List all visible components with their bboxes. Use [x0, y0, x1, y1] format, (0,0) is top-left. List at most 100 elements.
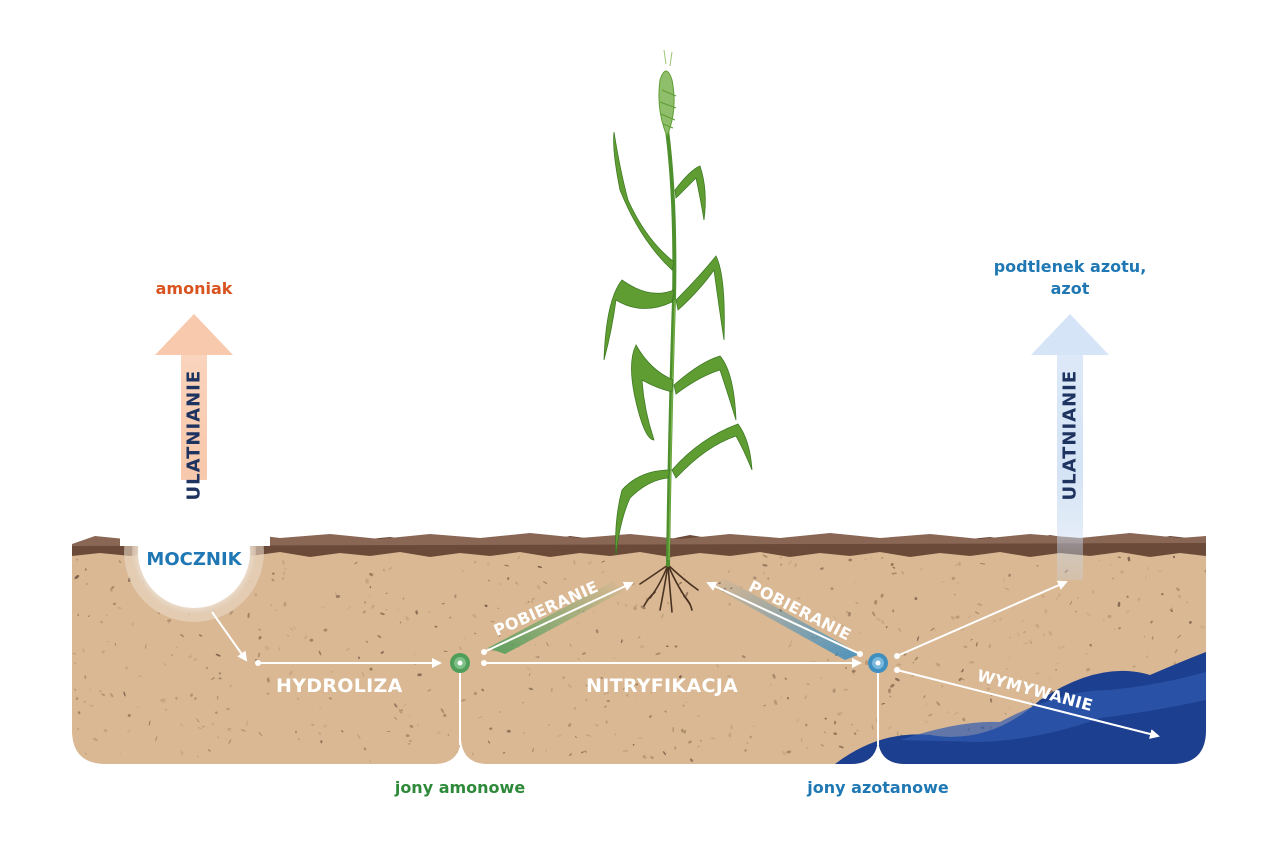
- soil-speckle: [363, 747, 367, 751]
- soil-speckle: [728, 602, 731, 606]
- soil-crust-top: [72, 533, 1206, 546]
- ammonium-node: [450, 653, 470, 673]
- soil-speckle: [851, 669, 856, 673]
- soil-speckle: [954, 593, 956, 596]
- soil-speckle: [88, 615, 91, 617]
- soil-speckle: [806, 683, 810, 685]
- nitrate-ions-label: jony azotanowe: [807, 778, 949, 797]
- soil-speckle: [168, 621, 170, 624]
- soil-speckle: [286, 634, 290, 637]
- soil-speckle: [409, 724, 414, 728]
- soil-speckle: [484, 604, 488, 608]
- soil-speckle: [1112, 577, 1114, 579]
- soil-speckle: [999, 617, 1003, 622]
- soil-speckle: [642, 755, 646, 758]
- soil-speckle: [101, 693, 106, 696]
- soil-speckle: [362, 671, 364, 678]
- soil-speckle: [1058, 593, 1061, 597]
- soil-speckle: [1048, 676, 1051, 682]
- soil-speckle: [459, 646, 462, 650]
- soil-speckle: [1004, 712, 1007, 715]
- soil-speckle: [573, 707, 577, 710]
- soil-speckle: [328, 697, 333, 700]
- soil-speckle: [577, 658, 580, 660]
- urea-granule: [120, 480, 270, 622]
- volatilization-label-left: ULATNIANIE: [183, 369, 205, 501]
- soil-speckle: [107, 640, 110, 643]
- soil-speckle: [684, 701, 689, 704]
- soil-speckle: [77, 711, 81, 715]
- soil-speckle: [1056, 662, 1059, 665]
- soil-speckle: [974, 611, 980, 615]
- soil-speckle: [85, 582, 89, 586]
- soil-speckle: [667, 601, 669, 605]
- soil-speckle: [595, 629, 599, 634]
- soil-speckle: [845, 630, 849, 635]
- soil-speckle: [990, 698, 993, 703]
- soil-speckle: [833, 732, 838, 735]
- soil-speckle: [497, 607, 500, 609]
- soil-speckle: [1021, 620, 1024, 622]
- soil-speckle: [357, 656, 361, 660]
- soil-speckle: [832, 688, 836, 693]
- soil-speckle: [650, 691, 653, 694]
- soil-speckle: [365, 640, 369, 643]
- soil-speckle: [193, 658, 197, 661]
- soil-speckle: [961, 668, 964, 673]
- soil-speckle: [580, 751, 584, 754]
- soil-speckle: [1047, 623, 1049, 625]
- soil-speckle: [1137, 597, 1141, 601]
- soil-speckle: [405, 616, 409, 621]
- soil-speckle: [946, 711, 949, 713]
- soil-speckle: [963, 645, 968, 649]
- soil-speckle: [914, 597, 918, 601]
- soil-speckle: [402, 597, 405, 600]
- soil-speckle: [587, 561, 593, 565]
- soil-speckle: [409, 715, 411, 718]
- soil-speckle: [487, 562, 490, 567]
- soil-speckle: [547, 724, 550, 726]
- soil-speckle: [224, 738, 228, 740]
- soil-speckle: [914, 656, 919, 661]
- nitrogen-gases-line1: podtlenek azotu,: [993, 257, 1147, 276]
- soil-speckle: [138, 675, 143, 678]
- soil-speckle: [683, 729, 686, 734]
- soil-speckle: [603, 692, 606, 695]
- soil-speckle: [266, 692, 270, 695]
- soil-speckle: [380, 612, 385, 616]
- hydrolysis-label: HYDROLIZA: [276, 675, 403, 697]
- soil-speckle: [622, 685, 627, 690]
- soil-speckle: [890, 683, 895, 688]
- soil-speckle: [110, 586, 115, 590]
- soil-speckle: [789, 640, 792, 646]
- soil-speckle: [892, 609, 895, 613]
- soil-speckle: [1120, 570, 1124, 574]
- soil-speckle: [528, 673, 531, 677]
- soil-speckle: [763, 704, 766, 707]
- soil-speckle: [537, 656, 540, 658]
- soil-speckle: [1048, 630, 1053, 636]
- soil-speckle: [699, 739, 702, 742]
- soil-speckle: [1044, 608, 1048, 614]
- soil-speckle: [1061, 645, 1065, 649]
- soil-speckle: [304, 635, 308, 640]
- soil-speckle: [912, 661, 914, 664]
- soil-speckle: [678, 581, 682, 585]
- soil-speckle: [339, 679, 342, 683]
- soil-speckle: [969, 661, 975, 664]
- soil-speckle: [188, 655, 191, 659]
- soil-speckle: [767, 577, 770, 580]
- soil-speckle: [845, 667, 847, 670]
- uptake-arrow-left: [483, 581, 634, 653]
- soil-speckle: [347, 605, 351, 610]
- soil-speckle: [100, 620, 103, 624]
- soil-speckle: [1205, 569, 1206, 572]
- soil-speckle: [74, 662, 77, 665]
- soil-speckle: [606, 699, 610, 703]
- soil-speckle: [1030, 641, 1032, 644]
- soil-speckle: [928, 713, 933, 717]
- soil-speckle: [394, 716, 398, 720]
- soil-speckle: [556, 734, 562, 738]
- soil-speckle: [730, 724, 734, 730]
- soil-speckle: [229, 729, 232, 733]
